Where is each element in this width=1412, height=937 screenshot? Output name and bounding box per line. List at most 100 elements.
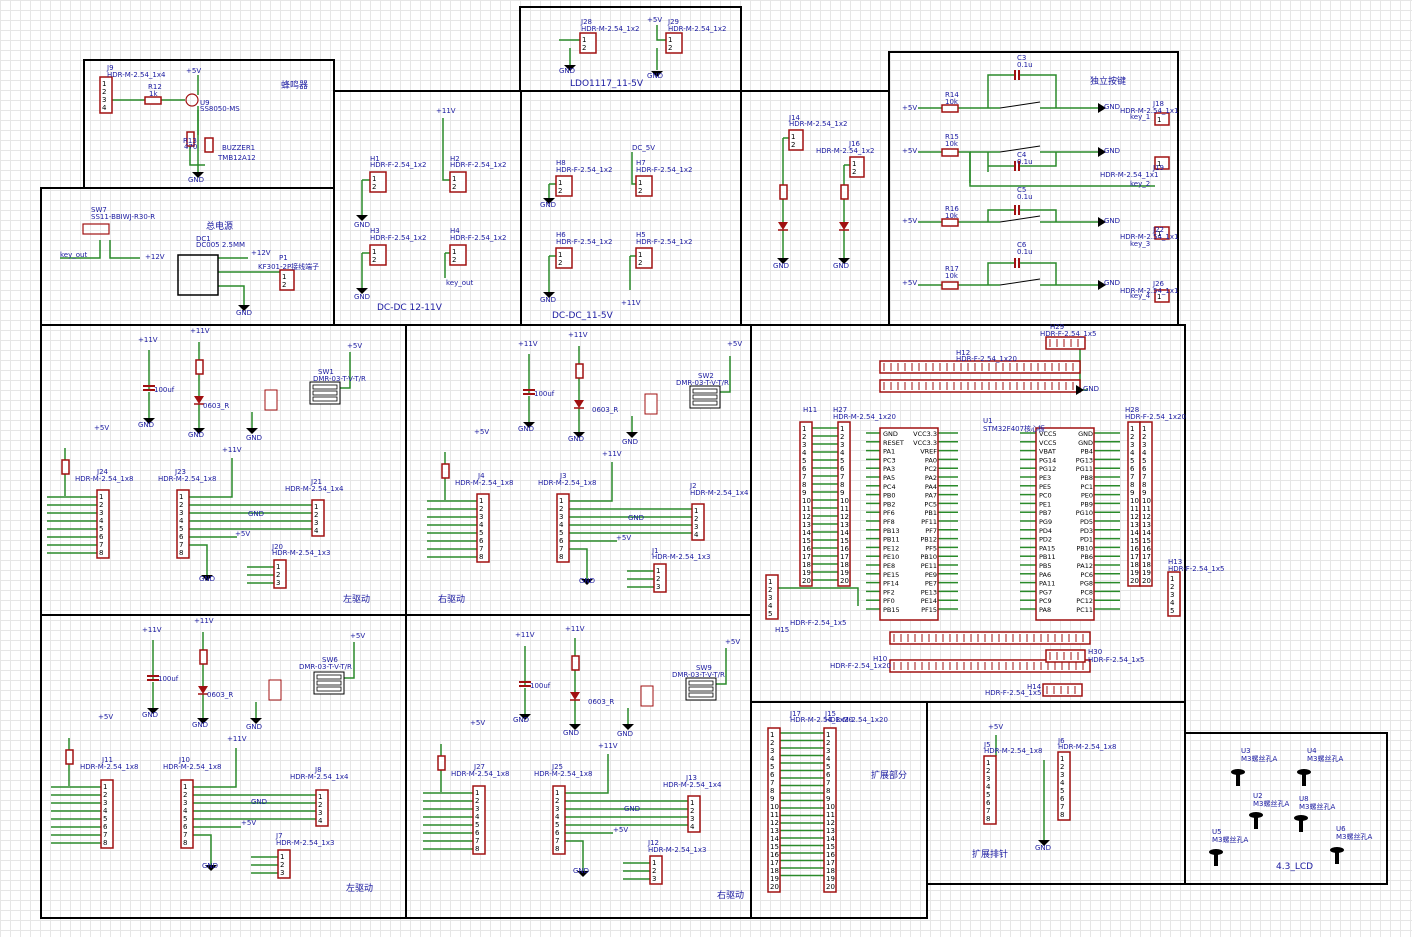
ref-j29: J29 [668,18,679,26]
ref-u9: U9 [200,99,210,107]
v5-key2: +5V [902,147,918,155]
v11-led4: +11V [565,625,585,633]
header-key-3: 1 [1154,226,1170,240]
mcu-pin-label: PA6 [1039,571,1051,579]
section-frames [40,6,1388,919]
mcu-pin-label: PA8 [1039,606,1051,614]
svg-text:1: 1 [558,251,562,259]
svg-text:6: 6 [802,465,807,473]
val-h3: HDR-F-2.54_1x2 [370,234,427,242]
val-r14: 10k [945,98,958,106]
svg-text:2: 2 [826,739,830,747]
ref-c3: C3 [1017,54,1027,62]
val-j27: HDR-M-2.54_1x8 [451,770,510,778]
gnd-arrow-icon [1098,103,1106,113]
val-h10: HDR-F-2.54_1x20 [830,662,891,670]
resistor-key-4 [941,281,959,290]
gnd-led8: GND [833,262,850,270]
capacitor-icon [1014,70,1020,80]
svg-text:1: 1 [582,36,586,44]
v11-drv2: +11V [518,340,538,348]
svg-text:16: 16 [1130,545,1139,553]
svg-text:6: 6 [179,533,184,541]
svg-text:3: 3 [280,869,284,877]
ref-u4: U4 [1307,747,1317,755]
svg-text:8: 8 [103,839,107,847]
gnd-led6: GND [773,262,790,270]
mcu-pin-label: PC9 [1039,597,1052,605]
gnd-led4: GND [563,729,580,737]
svg-text:16: 16 [840,545,849,553]
gnd-j23: GND [199,575,216,583]
v12-sw: +12V [145,253,165,261]
ref-j10: J10 [179,756,190,764]
val-j26: HDR-M-2.54_1x1 [1120,287,1179,295]
mcu-pin-label: VCC5 [1039,439,1057,447]
svg-text:14: 14 [826,835,835,843]
ground-icon [356,288,368,294]
svg-text:8: 8 [183,839,187,847]
gnd-arrow-icon [1098,280,1106,290]
resistor [575,363,584,379]
wire [987,209,1015,222]
gnd-ldo-1: GND [559,67,576,75]
svg-text:19: 19 [840,569,849,577]
svg-text:14: 14 [1142,529,1151,537]
svg-text:1: 1 [558,179,562,187]
svg-text:1: 1 [276,563,280,571]
resistor-r12 [144,96,162,105]
ref-u5: U5 [1212,828,1222,836]
mcu-pin-label: RESET [883,439,904,447]
gnd-j13: GND [624,805,641,813]
svg-text:1: 1 [314,503,318,511]
mcu-pin-label: PC6 [1080,571,1093,579]
svg-text:3: 3 [314,519,318,527]
net-key2: key_2 [1130,180,1151,188]
svg-text:4: 4 [99,517,104,525]
svg-text:5: 5 [768,610,772,618]
header-h10-top [889,631,1091,645]
svg-text:1: 1 [826,731,830,739]
mcu-pin-label: PB9 [1080,500,1093,508]
val-j3: HDR-M-2.54_1x8 [538,479,597,487]
svg-text:10: 10 [840,497,849,505]
val-j18: HDR-M-2.54_1x1 [1120,107,1179,115]
svg-text:1: 1 [1157,116,1161,124]
val-j7: HDR-M-2.54_1x3 [276,839,335,847]
gnd-sw9: GND [617,730,634,738]
ref-c5: C5 [1017,186,1027,194]
svg-text:2: 2 [558,187,562,195]
svg-text:3: 3 [986,775,990,783]
mcu-pin-label: PF8 [883,518,895,526]
ref-h13: H13 [1168,558,1183,566]
resistor [61,459,70,475]
svg-text:13: 13 [826,827,835,835]
ground-icon [193,428,205,434]
screw-hole-icon [1249,812,1263,829]
svg-text:4: 4 [1130,449,1135,457]
svg-text:8: 8 [802,481,806,489]
val-j21: HDR-M-2.54_1x4 [285,485,344,493]
mcu-pin-label: GND [1078,439,1093,447]
ref-r16: R16 [945,205,959,213]
ref-r13: R13 [183,137,197,145]
svg-text:18: 18 [826,867,835,875]
val-j1: HDR-M-2.54_1x3 [652,553,711,561]
svg-text:1: 1 [1060,755,1064,763]
svg-text:4: 4 [479,521,484,529]
val-c8: 100uf [530,682,551,690]
ref-j6: J6 [1058,737,1065,745]
mcu-pin-label: PC5 [924,500,937,508]
val-h28: HDR-F-2.54_1x20 [1125,413,1186,421]
header-h8: 12 [555,175,573,197]
svg-text:1: 1 [694,507,698,515]
screw-hole-icon [1231,769,1245,786]
gnd-arrow-icon [1098,217,1106,227]
resistor [199,649,208,665]
wire [109,240,140,259]
svg-text:2: 2 [694,515,698,523]
